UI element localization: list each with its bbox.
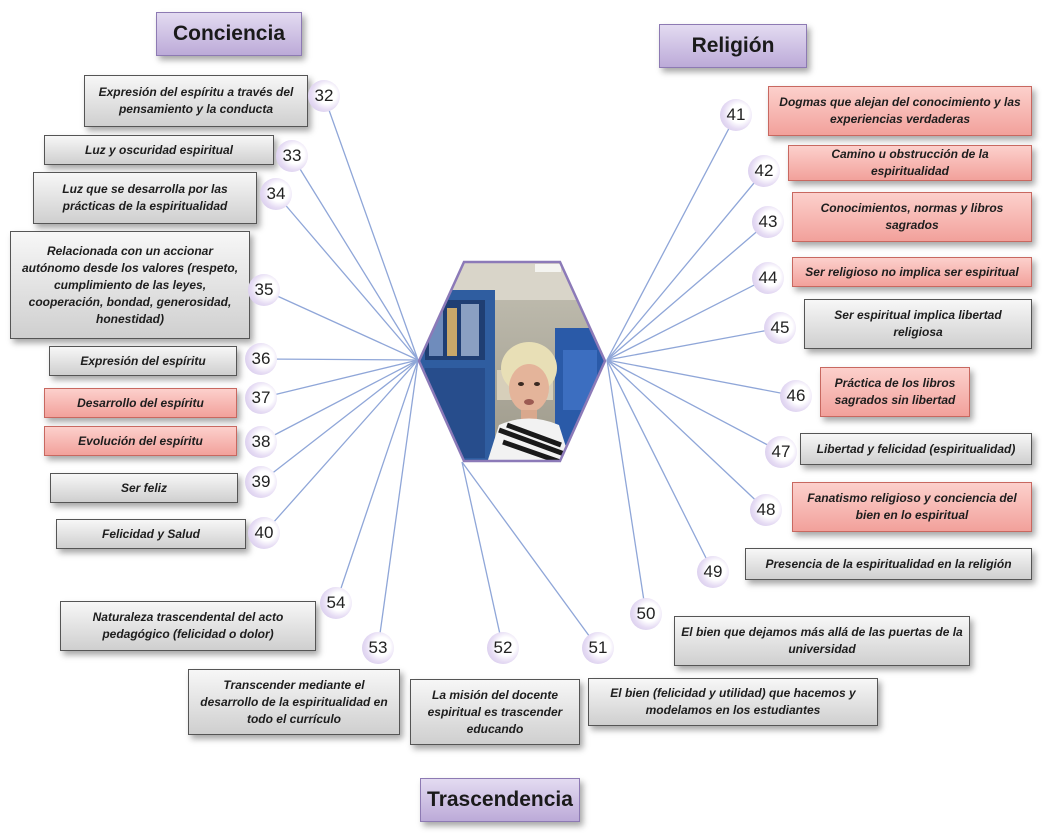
node-41-box: Dogmas que alejan del conocimiento y las…	[768, 86, 1032, 136]
node-44-number: 44	[752, 262, 784, 294]
connector-line-51	[461, 461, 599, 649]
node-47-box: Libertad y felicidad (espiritualidad)	[800, 433, 1032, 465]
node-42-number: 42	[748, 155, 780, 187]
node-48-number: 48	[750, 494, 782, 526]
node-34-box: Luz que se desarrolla por las prácticas …	[33, 172, 257, 224]
node-36-box: Expresión del espíritu	[49, 346, 237, 376]
node-32-box: Expresión del espíritu a través del pens…	[84, 75, 308, 127]
node-35-box: Relacionada con un accionar autónomo des…	[10, 231, 250, 339]
node-39-box: Ser feliz	[50, 473, 238, 503]
node-50-box: El bien que dejamos más allá de las puer…	[674, 616, 970, 666]
node-53-box: Transcender mediante el desarrollo de la…	[188, 669, 400, 735]
category-conciencia: Conciencia	[156, 12, 302, 56]
node-37-box: Desarrollo del espíritu	[44, 388, 237, 418]
node-34-number: 34	[260, 178, 292, 210]
connector-line-38	[260, 359, 419, 443]
node-43-number: 43	[752, 206, 784, 238]
node-53-number: 53	[362, 632, 394, 664]
node-38-number: 38	[245, 426, 277, 458]
node-33-number: 33	[276, 140, 308, 172]
node-46-box: Práctica de los libros sagrados sin libe…	[820, 367, 970, 417]
connector-line-49	[606, 359, 714, 573]
connector-line-42	[606, 170, 765, 361]
node-48-box: Fanatismo religioso y conciencia del bie…	[792, 482, 1032, 532]
connector-line-45	[606, 327, 781, 361]
connector-line-47	[606, 359, 782, 453]
node-43-box: Conocimientos, normas y libros sagrados	[792, 192, 1032, 242]
node-51-number: 51	[582, 632, 614, 664]
node-54-number: 54	[320, 587, 352, 619]
connector-line-48	[606, 359, 767, 511]
node-45-number: 45	[764, 312, 796, 344]
node-46-number: 46	[780, 380, 812, 412]
node-54-box: Naturaleza trascendental del acto pedagó…	[60, 601, 316, 651]
connector-line-44	[606, 277, 769, 361]
node-42-box: Camino u obstrucción de la espiritualida…	[788, 145, 1032, 181]
connector-line-54	[335, 359, 419, 604]
node-47-number: 47	[765, 436, 797, 468]
node-52-box: La misión del docente espiritual es tras…	[410, 679, 580, 745]
node-39-number: 39	[245, 466, 277, 498]
connector-line-34	[275, 193, 419, 361]
node-45-box: Ser espiritual implica libertad religios…	[804, 299, 1032, 349]
connector-line-40	[263, 359, 419, 534]
node-38-box: Evolución del espíritu	[44, 426, 237, 456]
node-50-number: 50	[630, 598, 662, 630]
node-52-number: 52	[487, 632, 519, 664]
node-41-number: 41	[720, 99, 752, 131]
center-photo	[417, 260, 607, 463]
node-32-number: 32	[308, 80, 340, 112]
connector-line-32	[323, 95, 419, 361]
node-37-number: 37	[245, 382, 277, 414]
node-33-box: Luz y oscuridad espiritual	[44, 135, 274, 165]
node-36-number: 36	[245, 343, 277, 375]
connector-line-41	[606, 114, 737, 361]
connector-line-37	[260, 359, 419, 399]
node-40-number: 40	[248, 517, 280, 549]
node-40-box: Felicidad y Salud	[56, 519, 246, 549]
node-49-number: 49	[697, 556, 729, 588]
node-35-number: 35	[248, 274, 280, 306]
node-51-box: El bien (felicidad y utilidad) que hacem…	[588, 678, 878, 726]
connector-line-43	[606, 221, 769, 361]
connector-line-33	[291, 155, 419, 361]
connector-line-35	[263, 289, 419, 361]
connector-line-39	[260, 359, 419, 483]
category-religion: Religión	[659, 24, 807, 68]
connector-line-53	[377, 359, 419, 649]
category-trascendencia: Trascendencia	[420, 778, 580, 822]
node-44-box: Ser religioso no implica ser espiritual	[792, 257, 1032, 287]
connector-line-52	[461, 461, 504, 649]
node-49-box: Presencia de la espiritualidad en la rel…	[745, 548, 1032, 580]
connector-line-46	[606, 359, 797, 397]
connector-line-36	[260, 358, 419, 361]
connector-line-50	[606, 359, 647, 615]
